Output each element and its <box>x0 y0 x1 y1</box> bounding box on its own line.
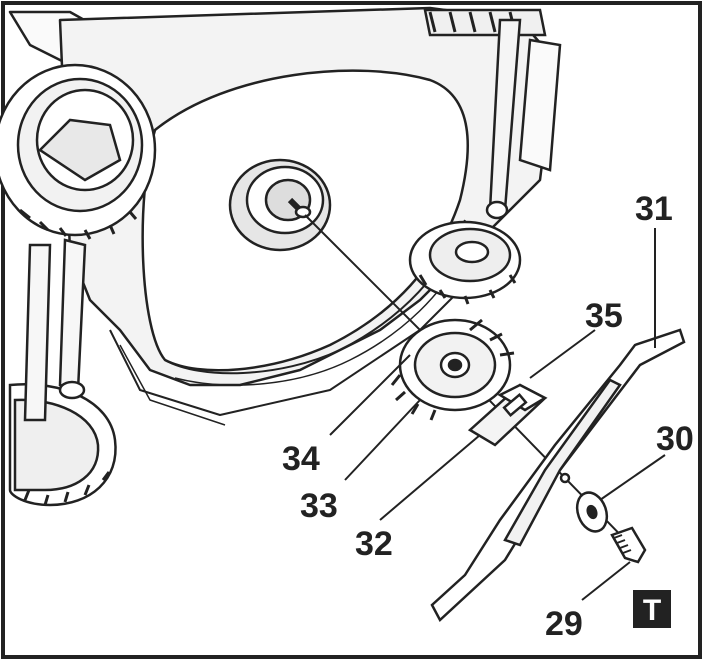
callout-31: 31 <box>635 190 673 228</box>
washer <box>575 491 609 533</box>
leader-lines <box>329 228 666 601</box>
rear-left-wheel <box>0 63 157 240</box>
callout-labels: 31 35 30 34 33 32 29 <box>282 190 694 643</box>
callout-33: 33 <box>300 487 338 525</box>
leader-32 <box>379 434 481 521</box>
leader-35 <box>529 329 596 379</box>
right-handle-rod <box>485 18 562 220</box>
leader-29 <box>581 561 631 601</box>
front-right-wheel <box>408 220 522 305</box>
blade-fan <box>390 318 515 421</box>
callout-29: 29 <box>545 605 583 643</box>
callout-34: 34 <box>282 440 320 478</box>
leader-33 <box>344 399 421 481</box>
leader-30 <box>599 454 666 501</box>
callout-35: 35 <box>585 297 623 335</box>
section-marker-label: T <box>643 594 661 627</box>
callout-32: 32 <box>355 525 393 563</box>
blade-adapter <box>467 383 548 447</box>
front-left-wheel <box>8 383 117 507</box>
rear-right-wheel <box>423 8 547 37</box>
cutting-blade <box>430 328 686 623</box>
bolt <box>610 526 647 564</box>
leader-34 <box>329 354 411 436</box>
motor-shaft-hub <box>228 158 332 252</box>
left-handle-rods <box>23 238 87 422</box>
callout-30: 30 <box>656 420 694 458</box>
section-marker: T <box>633 590 671 628</box>
